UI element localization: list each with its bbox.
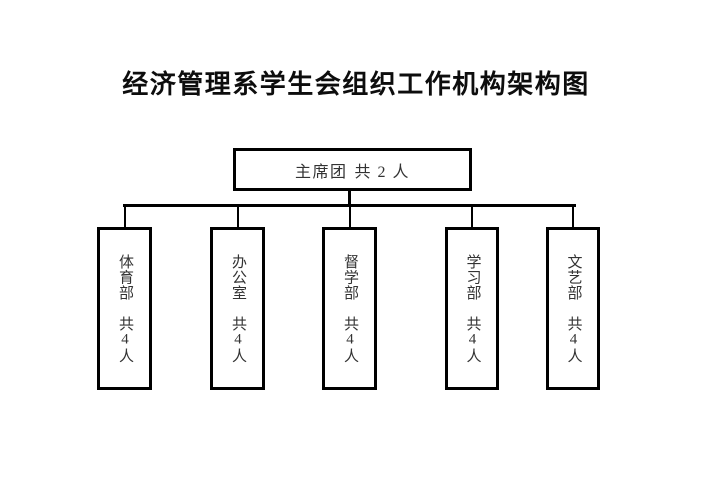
connector-stem	[348, 191, 351, 205]
dept-text: 体育部 共4人	[100, 230, 149, 387]
connector-drop	[471, 206, 473, 228]
dept-box-study: 学习部 共4人	[445, 227, 499, 390]
dept-count: 共4人	[464, 315, 481, 364]
connector-drop	[349, 206, 351, 228]
dept-text: 办公室 共4人	[213, 230, 262, 387]
root-box-count: 共 2 人	[354, 163, 411, 181]
connector-drop	[124, 206, 126, 228]
dept-box-office: 办公室 共4人	[210, 227, 265, 390]
dept-text: 督学部 共4人	[325, 230, 374, 387]
dept-name: 文艺部	[565, 254, 582, 301]
dept-count: 共4人	[565, 315, 582, 364]
root-box-name: 主席团	[294, 163, 348, 181]
dept-count: 共4人	[342, 315, 358, 364]
dept-box-supervision: 督学部 共4人	[322, 227, 377, 390]
connector-bar	[123, 204, 576, 207]
dept-count: 共4人	[230, 315, 246, 364]
dept-count: 共4人	[117, 315, 133, 364]
dept-name: 学习部	[464, 254, 481, 301]
page-title: 经济管理系学生会组织工作机构架构图	[122, 69, 590, 99]
connector-drop	[572, 206, 574, 228]
dept-box-sports: 体育部 共4人	[97, 227, 152, 390]
connector-drop	[237, 206, 239, 228]
dept-text: 文艺部 共4人	[549, 230, 597, 387]
dept-text: 学习部 共4人	[448, 230, 496, 387]
dept-name: 办公室	[230, 254, 246, 301]
dept-box-arts: 文艺部 共4人	[546, 227, 600, 390]
dept-name: 督学部	[342, 254, 358, 301]
dept-name: 体育部	[117, 254, 133, 301]
root-box: 主席团 共 2 人	[233, 148, 472, 191]
